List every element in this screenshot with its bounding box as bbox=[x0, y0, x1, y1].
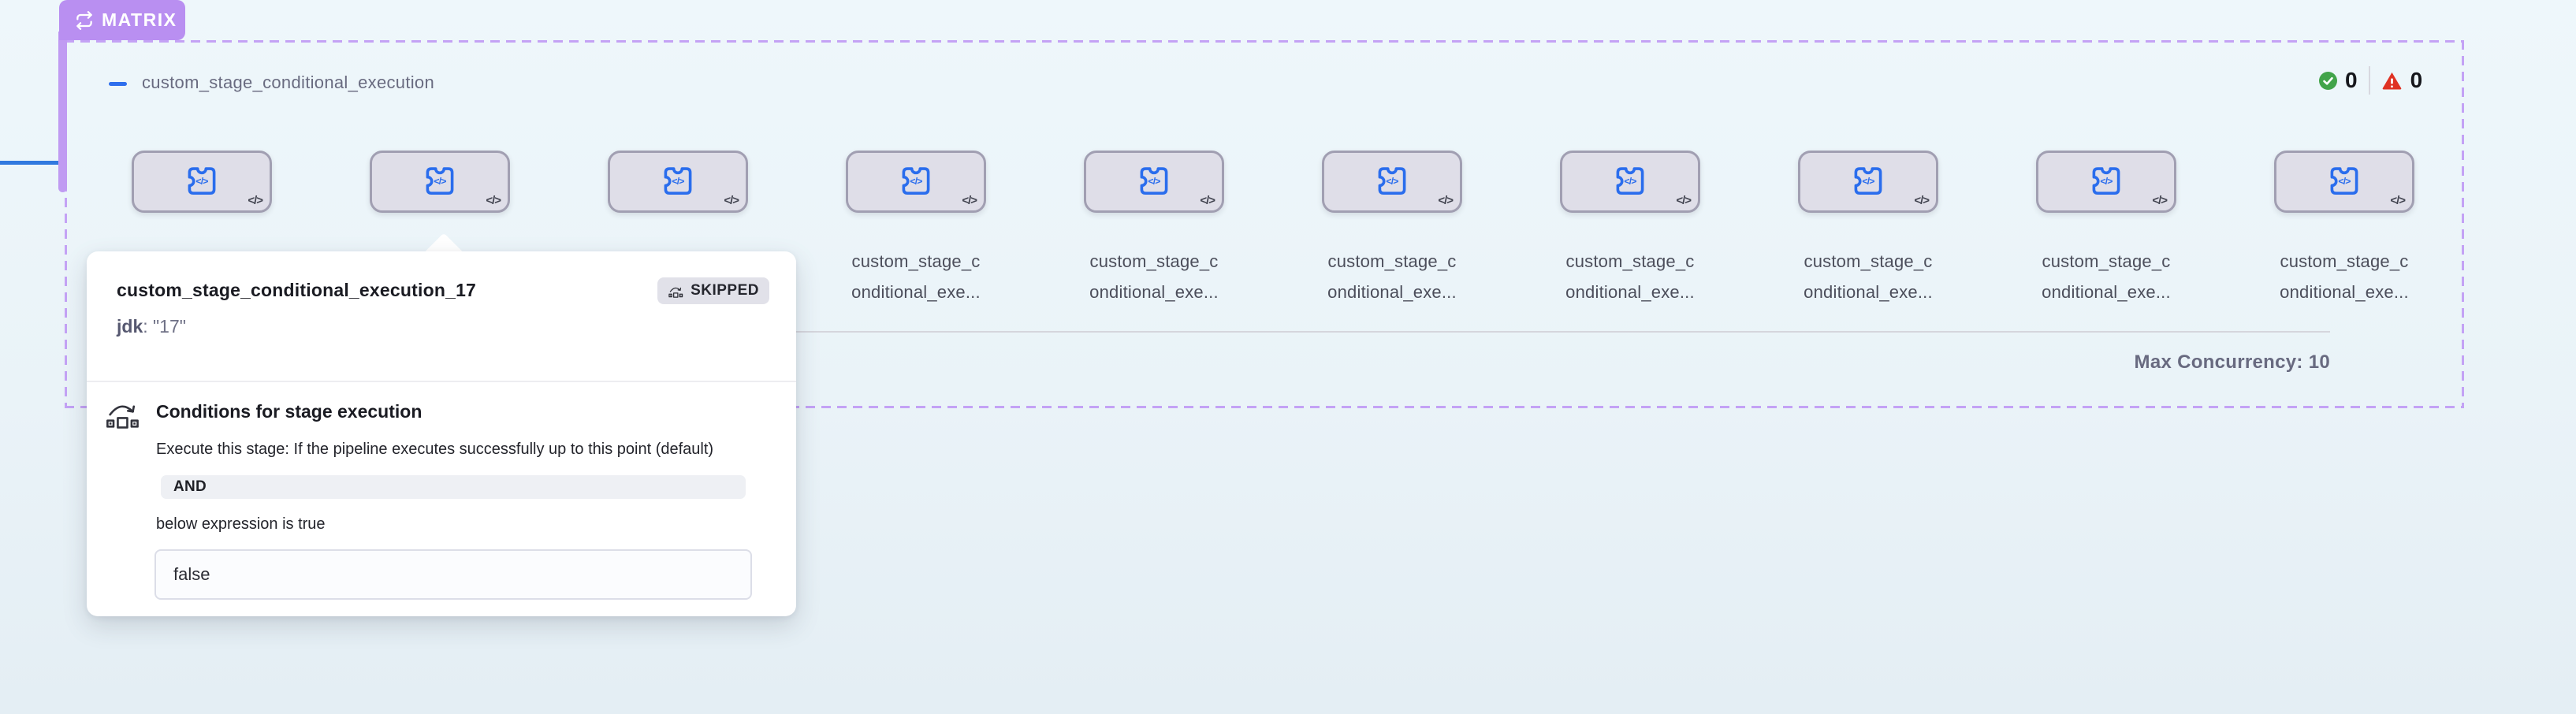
matrix-border-left bbox=[65, 40, 67, 408]
custom-stage-code-icon: </> bbox=[2330, 166, 2358, 195]
success-count: 0 bbox=[2345, 68, 2358, 92]
collapse-group-button[interactable] bbox=[109, 82, 127, 86]
svg-text:</>: </> bbox=[1386, 176, 1398, 187]
popover-divider bbox=[87, 381, 796, 382]
status-counters: 0 0 bbox=[2319, 66, 2422, 95]
stage-details-popover: custom_stage_conditional_execution_17 SK… bbox=[87, 251, 796, 616]
stage-node-card[interactable]: </> </> bbox=[370, 151, 510, 213]
stage-label: custom_stage_c onditional_exe... bbox=[2280, 251, 2409, 302]
stage-label: custom_stage_c onditional_exe... bbox=[851, 251, 981, 302]
operator-label: AND bbox=[173, 478, 207, 495]
status-badge-label: SKIPPED bbox=[691, 282, 759, 299]
custom-stage-code-icon: </> bbox=[902, 166, 930, 195]
pipeline-connector-line bbox=[0, 161, 61, 165]
stage-label: custom_stage_c onditional_exe... bbox=[2042, 251, 2171, 302]
param-key: jdk bbox=[117, 316, 143, 337]
code-glyph-icon: </> bbox=[2390, 194, 2406, 207]
svg-text:</>: </> bbox=[672, 176, 684, 187]
code-glyph-icon: </> bbox=[2152, 194, 2168, 207]
conditions-heading: Conditions for stage execution bbox=[156, 401, 423, 422]
code-glyph-icon: </> bbox=[1200, 194, 1215, 207]
stage-label: custom_stage_c onditional_exe... bbox=[1565, 251, 1695, 302]
code-glyph-icon: </> bbox=[1438, 194, 1454, 207]
custom-stage-code-icon: </> bbox=[1854, 166, 1882, 195]
stage-label: custom_stage_c onditional_exe... bbox=[1327, 251, 1457, 302]
default-condition-text: Execute this stage: If the pipeline exec… bbox=[156, 441, 714, 458]
custom-stage-code-icon: </> bbox=[1140, 166, 1168, 195]
custom-stage-code-icon: </> bbox=[2092, 166, 2120, 195]
stage-node-card[interactable]: </> </> bbox=[2036, 151, 2176, 213]
svg-text:</>: </> bbox=[1862, 176, 1874, 187]
code-glyph-icon: </> bbox=[248, 194, 263, 207]
code-glyph-icon: </> bbox=[724, 194, 739, 207]
custom-stage-code-icon: </> bbox=[664, 166, 692, 195]
conditions-icon bbox=[106, 405, 139, 429]
matrix-border-bottom bbox=[65, 406, 2464, 408]
expression-input: false bbox=[154, 549, 752, 600]
failed-count: 0 bbox=[2410, 68, 2423, 92]
max-concurrency-label: Max Concurrency: 10 bbox=[2134, 351, 2330, 373]
svg-text:</>: </> bbox=[2100, 176, 2113, 187]
code-glyph-icon: </> bbox=[962, 194, 977, 207]
svg-text:</>: </> bbox=[2338, 176, 2351, 187]
success-check-icon bbox=[2319, 71, 2337, 90]
svg-text:</>: </> bbox=[1624, 176, 1636, 187]
svg-text:</>: </> bbox=[1148, 176, 1160, 187]
svg-text:</>: </> bbox=[910, 176, 922, 187]
stage-node-card[interactable]: </> </> bbox=[2274, 151, 2414, 213]
matrix-badge: MATRIX bbox=[59, 0, 185, 40]
svg-text:</>: </> bbox=[195, 176, 208, 187]
stage-node-card[interactable]: </> </> bbox=[132, 151, 272, 213]
stage-node-card[interactable]: </> </> bbox=[1084, 151, 1224, 213]
counter-divider bbox=[2368, 66, 2370, 95]
custom-stage-code-icon: </> bbox=[1378, 166, 1406, 195]
matrix-border-right bbox=[2462, 40, 2464, 408]
footer-divider bbox=[95, 331, 2330, 333]
custom-stage-code-icon: </> bbox=[188, 166, 216, 195]
stage-node-card[interactable]: </> </> bbox=[608, 151, 748, 213]
matrix-param-line: jdk: "17" bbox=[117, 316, 186, 337]
matrix-badge-label: MATRIX bbox=[102, 9, 177, 30]
stage-node-card[interactable]: </> </> bbox=[1560, 151, 1700, 213]
stage-label: custom_stage_c onditional_exe... bbox=[1089, 251, 1219, 302]
code-glyph-icon: </> bbox=[1676, 194, 1692, 207]
custom-stage-code-icon: </> bbox=[426, 166, 454, 195]
stage-node-card[interactable]: </> </> bbox=[1798, 151, 1938, 213]
skipped-icon bbox=[668, 287, 683, 298]
expression-value: false bbox=[173, 564, 210, 584]
svg-text:</>: </> bbox=[434, 176, 446, 187]
operator-bar: AND bbox=[161, 475, 746, 499]
expression-caption: below expression is true bbox=[156, 515, 326, 533]
failed-warning-icon bbox=[2382, 72, 2401, 90]
matrix-badge-tail bbox=[58, 32, 67, 192]
custom-stage-code-icon: </> bbox=[1616, 166, 1644, 195]
stage-label: custom_stage_c onditional_exe... bbox=[1804, 251, 1933, 302]
popover-stage-title: custom_stage_conditional_execution_17 bbox=[117, 280, 477, 300]
matrix-loop-icon bbox=[76, 10, 92, 30]
matrix-border-top bbox=[65, 40, 2464, 43]
stage-node-card[interactable]: </> </> bbox=[846, 151, 986, 213]
stage-node-card[interactable]: </> </> bbox=[1322, 151, 1462, 213]
code-glyph-icon: </> bbox=[1914, 194, 1930, 207]
matrix-group-title: custom_stage_conditional_execution bbox=[142, 73, 434, 92]
code-glyph-icon: </> bbox=[486, 194, 501, 207]
status-badge: SKIPPED bbox=[657, 277, 769, 304]
param-value: : "17" bbox=[143, 316, 186, 337]
